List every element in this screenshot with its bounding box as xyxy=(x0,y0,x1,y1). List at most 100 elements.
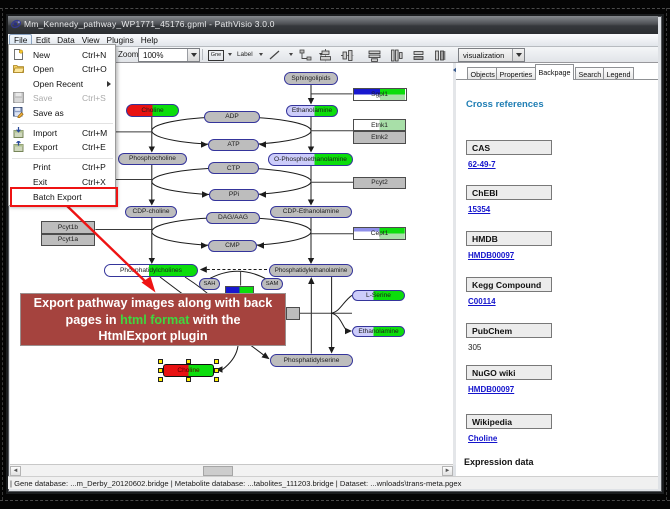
scroll-left-icon[interactable]: ◄ xyxy=(10,466,21,476)
zoom-dropdown-icon[interactable] xyxy=(187,49,199,61)
node-cept1[interactable]: Cept1 xyxy=(353,227,406,240)
matte-dash-left xyxy=(2,8,3,500)
toolbar-separator xyxy=(202,49,203,60)
menu-item-import[interactable]: Import Ctrl+M xyxy=(10,126,115,140)
visualization-dropdown-icon[interactable] xyxy=(512,49,524,61)
menu-plugins[interactable]: Plugins xyxy=(106,35,134,45)
node-etnk2[interactable]: Etnk2 xyxy=(353,131,406,144)
node-dag-aag[interactable]: DAG/AAG xyxy=(206,211,260,224)
node-pcyt2[interactable]: Pcyt2 xyxy=(353,176,406,189)
node-pcyt1b[interactable]: Pcyt1b xyxy=(41,221,95,234)
expression-data-heading: Expression data xyxy=(464,457,534,467)
scrollbar-thumb[interactable] xyxy=(203,466,233,476)
tab-legend[interactable]: Legend xyxy=(603,67,634,79)
distribute-vertical-button[interactable] xyxy=(387,48,407,62)
selection-handle[interactable] xyxy=(158,376,163,382)
selection-handle[interactable] xyxy=(186,376,191,382)
node-sphingolipids[interactable]: Sphingolipids xyxy=(284,71,338,85)
new-connector-button[interactable] xyxy=(296,48,325,62)
node-l-serine[interactable]: L-Serine xyxy=(352,289,405,301)
tab-backpage[interactable]: Backpage xyxy=(535,64,574,80)
menu-item-save[interactable]: Save Ctrl+S xyxy=(10,91,115,105)
node-ethanolamine-2[interactable]: Ethanolamine xyxy=(352,325,405,337)
canvas-horizontal-scrollbar[interactable]: ◄ ► xyxy=(10,464,453,477)
distribute-horizontal-button[interactable] xyxy=(365,48,385,62)
node-sgpl1[interactable]: Sgpl1 xyxy=(352,87,407,101)
menu-item-label: Batch Export xyxy=(33,192,82,202)
save-as-icon xyxy=(13,106,24,118)
xref-link[interactable]: 62-49-7 xyxy=(468,160,496,169)
align-center-x-button[interactable] xyxy=(316,48,336,62)
selection-handle[interactable] xyxy=(186,358,191,364)
node-label: PPi xyxy=(228,191,240,198)
tab-properties[interactable]: Properties xyxy=(496,67,536,79)
new-gene-button[interactable]: Gne xyxy=(205,48,234,62)
selection-handle[interactable] xyxy=(158,358,163,364)
menu-item-exit[interactable]: Exit Ctrl+X xyxy=(10,175,115,189)
menu-data[interactable]: Data xyxy=(57,35,75,45)
menu-item-export[interactable]: Export Ctrl+E xyxy=(10,140,115,154)
common-width-button[interactable] xyxy=(409,48,429,62)
node-phosphatidylethanolamine[interactable]: Phosphatidylethanolamine xyxy=(269,264,353,277)
node-adp[interactable]: ADP xyxy=(204,110,260,123)
node-sam[interactable]: SAM xyxy=(261,277,283,290)
visualization-combobox[interactable]: visualization xyxy=(458,48,525,62)
node-phosphatidylcholines[interactable]: Phosphatidylcholines xyxy=(104,264,198,277)
new-line-button[interactable] xyxy=(266,48,295,62)
xref-link[interactable]: C00114 xyxy=(468,297,496,306)
selection-handle[interactable] xyxy=(214,376,219,382)
node-label: Sphingolipids xyxy=(291,74,331,82)
align-center-y-button[interactable] xyxy=(338,48,358,62)
matte-dash-right xyxy=(666,8,667,500)
window-title: Mm_Kennedy_pathway_WP1771_45176.gpml - P… xyxy=(24,19,275,29)
menu-item-batch-export[interactable]: Batch Export xyxy=(10,190,115,204)
menu-item-print[interactable]: Print Ctrl+P xyxy=(10,160,115,174)
node-sah[interactable]: SAH xyxy=(199,277,220,290)
menu-help[interactable]: Help xyxy=(140,35,158,45)
panel-splitter[interactable] xyxy=(453,62,456,465)
xref-link[interactable]: HMDB00097 xyxy=(468,385,515,394)
zoom-combobox[interactable]: 100% xyxy=(138,48,200,62)
align-center-y-icon xyxy=(341,50,354,61)
menu-item-new[interactable]: New Ctrl+N xyxy=(10,48,115,62)
node-ethanolamine[interactable]: Ethanolamine xyxy=(286,104,338,117)
callout-line-2-suffix: with the xyxy=(189,312,241,327)
xref-section-pubchem: PubChem 305 xyxy=(466,323,552,352)
menu-item-open[interactable]: Open Ctrl+O xyxy=(10,62,115,76)
common-height-button[interactable] xyxy=(430,48,450,62)
node-partial-gene-box[interactable] xyxy=(286,306,300,320)
node-choline[interactable]: Choline xyxy=(126,103,179,117)
xref-link[interactable]: HMDB00097 xyxy=(468,251,515,260)
node-cdp-choline[interactable]: CDP-choline xyxy=(125,205,177,218)
menu-item-label: Import xyxy=(33,127,58,138)
node-ppi[interactable]: PPi xyxy=(209,188,259,201)
label-dropdown-icon xyxy=(259,53,263,56)
node-pcyt1a[interactable]: Pcyt1a xyxy=(41,233,95,246)
new-label-button[interactable]: Label xyxy=(234,48,265,62)
node-cmp[interactable]: CMP xyxy=(208,239,257,252)
node-choline-selected[interactable]: Choline xyxy=(163,363,214,377)
xref-header: ChEBI xyxy=(466,185,552,200)
menu-view[interactable]: View xyxy=(81,35,100,45)
selection-handle[interactable] xyxy=(214,358,219,364)
xref-header: NuGO wiki xyxy=(466,365,552,380)
menu-item-save-as[interactable]: Save as xyxy=(10,106,115,120)
menu-edit[interactable]: Edit xyxy=(35,35,51,45)
xref-link[interactable]: 15354 xyxy=(468,205,491,214)
tab-objects[interactable]: Objects xyxy=(467,67,499,79)
selection-handle[interactable] xyxy=(158,367,163,373)
node-cdp-ethanolamine[interactable]: CDP-Ethanolamine xyxy=(270,205,352,218)
title-bar[interactable] xyxy=(8,16,658,34)
scroll-right-icon[interactable]: ► xyxy=(442,466,453,476)
tab-search[interactable]: Search xyxy=(575,67,605,79)
node-phosphatidylserine[interactable]: Phosphatidylserine xyxy=(270,353,353,367)
node-atp[interactable]: ATP xyxy=(208,138,259,151)
node-phosphocholine[interactable]: Phosphocholine xyxy=(118,152,187,165)
node-o-phosphoethanolamine[interactable]: O-Phosphoethanolamine xyxy=(268,152,353,166)
batch-export-highlight-rect xyxy=(10,187,118,207)
node-ctp[interactable]: CTP xyxy=(208,162,259,174)
menu-item-open-recent[interactable]: Open Recent xyxy=(10,77,115,91)
xref-link[interactable]: Choline xyxy=(468,434,498,443)
selection-handle[interactable] xyxy=(214,367,219,373)
node-etnk1[interactable]: Etnk1 xyxy=(353,119,406,131)
